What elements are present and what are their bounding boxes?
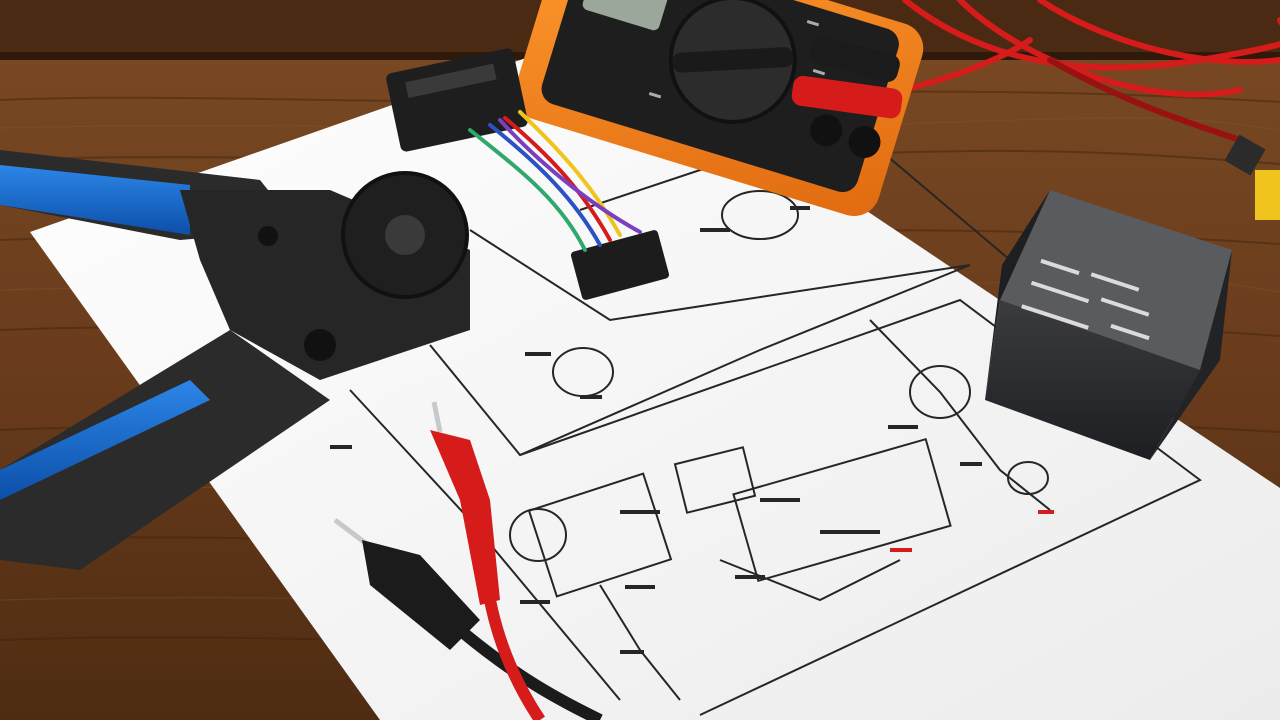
schematic-markings [330, 206, 982, 654]
digital-multimeter [514, 0, 924, 217]
crimping-pliers [0, 150, 470, 570]
multimeter-display [582, 0, 674, 31]
black-test-probe [333, 518, 603, 720]
red-test-probe [430, 401, 545, 720]
alligator-clip [1224, 134, 1280, 220]
wire-harness-connector [386, 48, 670, 300]
red-markings [890, 510, 1054, 552]
multimeter-probe-plugs [791, 36, 903, 119]
relay-module [985, 190, 1232, 460]
